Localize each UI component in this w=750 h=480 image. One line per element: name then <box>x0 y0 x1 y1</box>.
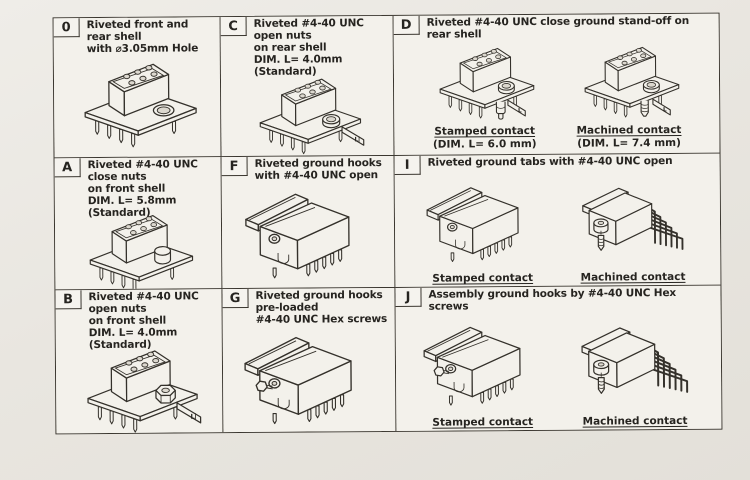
cell-code-badge-d: D <box>393 15 420 35</box>
cell-f-art <box>222 182 395 288</box>
cell-c-art: L <box>221 78 394 156</box>
cell-j-header: J Assembly ground hooks by #4-40 UNC Hex… <box>395 286 720 314</box>
caption-machined-contact: Machined contact <box>576 124 682 138</box>
cell-0-art <box>54 55 221 157</box>
ground-hooks-preloaded-drawing <box>244 336 353 425</box>
cell-g-header: G Riveted ground hooks pre-loaded #4-40 … <box>222 288 394 327</box>
caption-machined-contact: Machined contact <box>582 414 688 428</box>
cell-b: B Riveted #4-40 UNC open nuts on front s… <box>55 289 224 434</box>
assembly-hooks-stamped-drawing <box>423 326 522 406</box>
cell-a: A Riveted #4-40 UNC close nuts on front … <box>54 157 223 291</box>
caption-stamped-contact: Stamped contact <box>432 415 534 429</box>
cell-g-description: Riveted ground hooks pre-loaded #4-40 UN… <box>255 289 388 326</box>
figure-j-machined: Machined contact <box>568 312 701 430</box>
dsub-riveted-shell-drawing <box>84 63 197 148</box>
dim-l-label: L <box>663 107 667 113</box>
spec-table: 0 Riveted front and rear shell with ⌀3.0… <box>52 12 723 435</box>
caption-stamped-dim: (DIM. L= 6.0 mm) <box>432 138 537 152</box>
cell-g: G Riveted ground hooks pre-loaded #4-40 … <box>222 287 397 433</box>
cell-g-art <box>223 326 396 432</box>
dsub-open-nut-rear-drawing: L <box>259 78 365 155</box>
ground-hooks-drawing <box>245 193 350 280</box>
figure-d-machined: L Machined contact (DIM. L= 7.4 mm) <box>574 40 683 154</box>
cell-j: J Assembly ground hooks by #4-40 UNC Hex… <box>395 285 722 431</box>
cell-a-art <box>55 214 221 291</box>
ground-tabs-machined-drawing <box>581 186 684 252</box>
figure-i-machined: Machined contact <box>569 173 696 286</box>
cell-d: D Riveted #4-40 UNC close ground stand-o… <box>393 13 720 156</box>
cell-c: C Riveted #4-40 UNC open nuts on rear sh… <box>220 15 395 158</box>
figure-i-stamped: Stamped contact <box>419 174 546 287</box>
dsub-close-nut-front-drawing <box>89 214 194 291</box>
cell-code-badge-f: F <box>221 156 248 177</box>
caption-stamped-contact: Stamped contact <box>432 271 534 285</box>
cell-code-badge-b: B <box>55 290 82 310</box>
cell-j-title: Assembly ground hooks by #4-40 UNC Hex s… <box>428 286 677 313</box>
cell-i-title: Riveted ground tabs with #4-40 UNC open <box>427 155 673 169</box>
ground-tabs-stamped-drawing <box>426 186 520 263</box>
cell-b-art: L <box>56 350 223 433</box>
dsub-open-nut-front-drawing: L <box>87 350 202 433</box>
cell-code-badge-a: A <box>54 158 81 178</box>
cell-0: 0 Riveted front and rear shell with ⌀3.0… <box>53 17 222 159</box>
cell-code-badge-i: I <box>394 155 421 175</box>
cell-f: F Riveted ground hooks with #4-40 UNC op… <box>221 155 396 290</box>
cell-0-header: 0 Riveted front and rear shell with ⌀3.0… <box>53 17 220 56</box>
assembly-hooks-machined-drawing <box>580 326 688 395</box>
cell-i-figures: Stamped contact Machined contact <box>395 173 721 287</box>
caption-stamped-contact: Stamped contact <box>434 125 536 139</box>
caption-machined-dim: (DIM. L= 7.4 mm) <box>577 137 681 151</box>
cell-c-header: C Riveted #4-40 UNC open nuts on rear sh… <box>220 16 393 79</box>
cell-code-badge-c: C <box>220 16 247 37</box>
cell-i: I Riveted ground tabs with #4-40 UNC ope… <box>394 153 721 288</box>
cell-d-title: Riveted #4-40 UNC close ground stand-off… <box>426 14 690 41</box>
figure-j-stamped: Stamped contact <box>416 313 549 431</box>
cell-c-description: Riveted #4-40 UNC open nuts on rear shel… <box>253 17 364 78</box>
dsub-standoff-stamped-drawing: L <box>439 47 535 120</box>
cell-j-figures: Stamped contact Machined contact <box>396 312 722 431</box>
cell-d-figures: L Stamped contact (DIM. L= 6.0 mm) L Mac… <box>394 40 720 155</box>
caption-machined-contact: Machined contact <box>580 270 686 284</box>
dsub-standoff-machined-drawing: L <box>583 46 680 118</box>
cell-code-badge-g: G <box>222 288 249 309</box>
cell-code-badge-j: J <box>395 287 422 307</box>
figure-d-stamped: L Stamped contact (DIM. L= 6.0 mm) <box>430 41 539 155</box>
cell-f-description: Riveted ground hooks with #4-40 UNC open <box>254 157 382 182</box>
dim-l-label: L <box>190 413 195 421</box>
dim-l-label: L <box>518 108 522 114</box>
cell-code-badge-0: 0 <box>53 18 80 38</box>
dim-l-label: L <box>354 136 358 143</box>
cell-f-header: F Riveted ground hooks with #4-40 UNC op… <box>221 156 394 183</box>
cell-i-header: I Riveted ground tabs with #4-40 UNC ope… <box>394 154 720 175</box>
cell-d-header: D Riveted #4-40 UNC close ground stand-o… <box>393 14 719 42</box>
cell-0-description: Riveted front and rear shell with ⌀3.05m… <box>86 18 199 56</box>
